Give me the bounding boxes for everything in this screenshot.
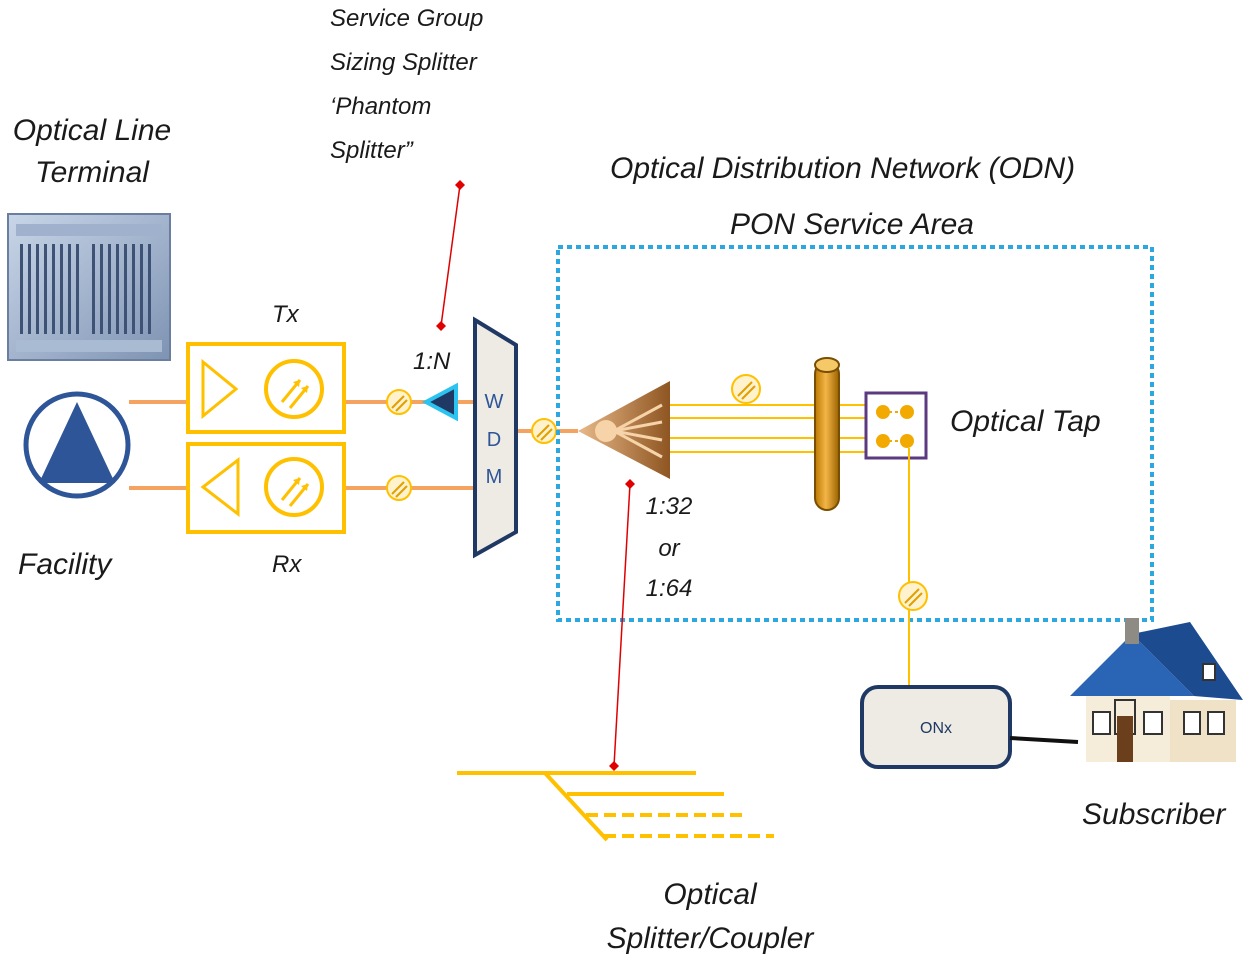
olt-label-line2: Terminal <box>35 156 149 189</box>
splitter-coupler-illustration <box>457 771 774 842</box>
onx-terminal-box: ONx <box>860 685 1012 769</box>
tx-label: Tx <box>272 301 299 328</box>
olt-chassis-icon <box>7 213 171 361</box>
pointer-phantom-splitter <box>436 180 465 331</box>
rx-label: Rx <box>272 551 302 578</box>
onx-to-house-cable <box>1009 736 1079 744</box>
pointer-splitter-coupler <box>609 479 635 771</box>
phantom-splitter-icon <box>421 382 458 422</box>
olt-label-line1: Optical Line <box>12 114 172 147</box>
wdm-letter-m: M <box>486 466 503 488</box>
split-ratio-line2: or <box>658 535 680 562</box>
optical-splitter-cone <box>578 381 670 479</box>
wdm-letter-w: W <box>485 391 504 413</box>
optical-signal-icon-rx <box>386 475 412 501</box>
distribution-fibers <box>670 404 870 453</box>
optical-signal-icon-drop <box>898 581 928 611</box>
phantom-ratio-label: 1:N <box>413 348 451 375</box>
optical-signal-icon-distribution <box>731 374 761 404</box>
pon-service-area-label: PON Service Area <box>730 208 974 241</box>
odn-title: Optical Distribution Network (ODN) <box>610 152 1076 185</box>
optical-tap-box <box>864 391 928 460</box>
facility-icon <box>23 391 131 499</box>
coupler-label-line1: Optical <box>663 878 757 911</box>
split-ratio-line1: 1:32 <box>645 493 693 520</box>
optical-signal-icon-tx <box>386 389 412 415</box>
wdm-letter-d: D <box>487 429 501 451</box>
optical-tap-label: Optical Tap <box>950 405 1101 438</box>
facility-label: Facility <box>18 548 112 581</box>
optical-signal-icon-wdm-out <box>531 418 557 444</box>
subscriber-label: Subscriber <box>1082 798 1226 831</box>
wdm-multiplexer: W D M <box>473 316 518 559</box>
tx-transmitter-box <box>186 342 346 434</box>
onx-label: ONx <box>920 720 952 737</box>
service-group-label-line1: Service Group <box>330 5 484 32</box>
service-group-label-line2: Sizing Splitter <box>330 49 477 76</box>
rx-receiver-box <box>186 442 346 534</box>
pon-service-area-boundary <box>556 245 1154 622</box>
split-ratio-line3: 1:64 <box>645 575 693 602</box>
subscriber-house-icon <box>1070 618 1243 762</box>
service-group-label-line4: Splitter” <box>330 137 413 164</box>
service-group-label-line3: ‘Phantom <box>330 93 432 120</box>
coupler-label-line2: Splitter/Coupler <box>606 922 814 955</box>
fiber-cable-cylinder <box>814 357 840 511</box>
